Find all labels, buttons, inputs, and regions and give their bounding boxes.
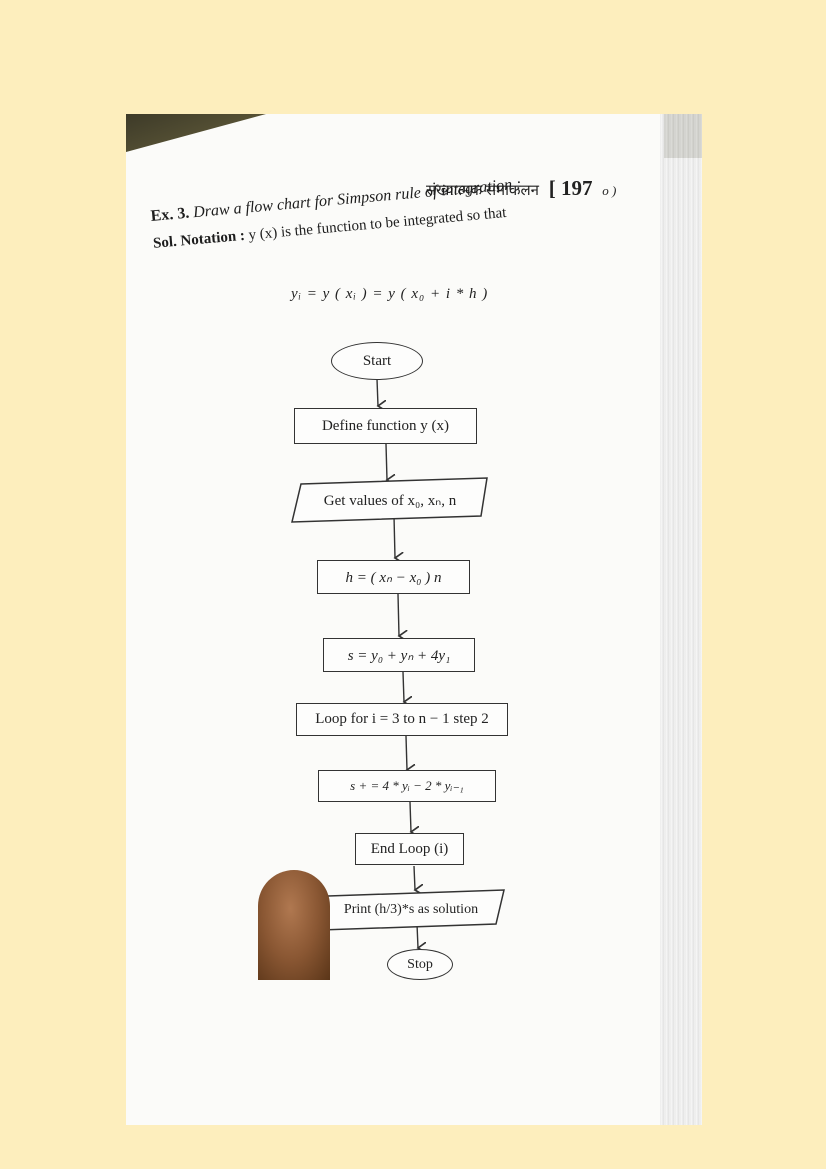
start-terminal: Start [331,342,423,380]
flowchart-connectors [291,378,505,1125]
running-header: संख्यात्मक समाकलन [ 197 o ) [426,176,616,201]
page-stack-edge [660,114,702,1125]
header-title: संख्यात्मक समाकलन [426,183,539,199]
get-values-shape [291,477,488,523]
book-page-photo: संख्यात्मक समाकलन [ 197 o ) Ex. 3. Draw … [126,114,702,1125]
s-update-box: s + = 4 * yᵢ − 2 * yᵢ₋₁ [318,770,496,802]
s-init-box: s = y₀ + yₙ + 4y₁ [323,638,475,672]
header-tail: o ) [602,183,617,198]
thumb-in-photo [258,870,330,980]
print-output: Print (h/3)*s as solution [321,892,501,928]
get-values-label: Get values of x₀, xₙ, n [323,492,457,509]
get-values-input: Get values of x₀, xₙ, n [294,481,486,519]
stop-terminal: Stop [387,949,453,980]
h-calc-box: h = ( xₙ − x₀ ) n [317,560,470,594]
print-label: Print (h/3)*s as solution [343,902,479,917]
end-loop-box: End Loop (i) [355,833,464,865]
notation-formula: yᵢ = y ( xᵢ ) = y ( x₀ + i * h ) [291,286,489,302]
define-function-box: Define function y (x) [294,408,477,444]
page-number: [ 197 [548,176,593,200]
loop-start-box: Loop for i = 3 to n − 1 step 2 [296,703,508,736]
